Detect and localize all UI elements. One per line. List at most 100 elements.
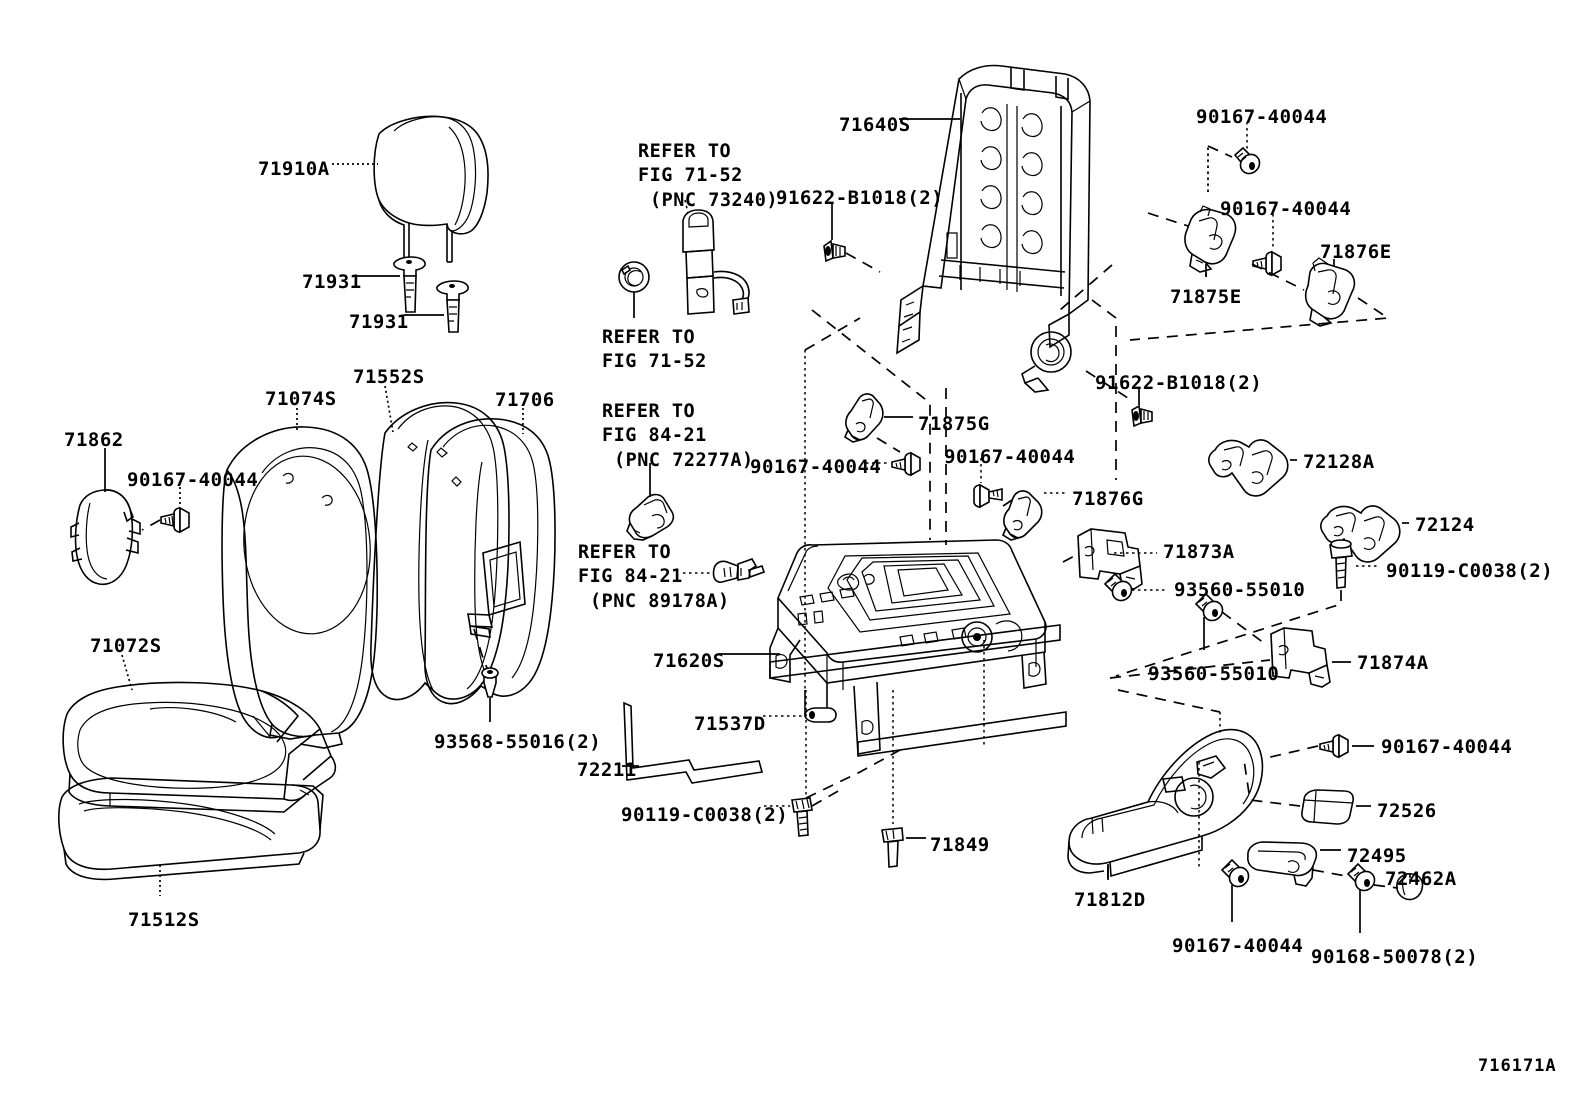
part-label-71873A: 71873A bbox=[1163, 541, 1235, 563]
bolt-90119-C0038-a bbox=[1330, 540, 1352, 588]
dash-71874A-in bbox=[1222, 612, 1268, 646]
seatback-pocket-detail bbox=[468, 542, 525, 637]
bracket-71875E bbox=[1185, 206, 1236, 272]
part-label-71552S: 71552S bbox=[353, 366, 425, 388]
bracket-71876E bbox=[1306, 258, 1355, 326]
dash-track-drop-3b bbox=[806, 750, 900, 798]
bracket-71875G bbox=[845, 394, 883, 442]
dash-71876E bbox=[1130, 298, 1388, 340]
refer-block-fig84-21-pnc72277a-line-0: REFER TO bbox=[602, 401, 696, 422]
part-label-93560-55010-a: 93560-55010 bbox=[1174, 579, 1306, 601]
diagram-id-code: 716171A bbox=[1478, 1056, 1557, 1076]
part-label-90167-40044-g: 90167-40044 bbox=[1172, 935, 1304, 957]
part-label-72462A: 72462A bbox=[1385, 868, 1457, 890]
seatback-cover-71074S bbox=[222, 427, 377, 748]
recliner-knob-7152 bbox=[619, 262, 649, 292]
part-label-91622-B1018-b: 91622-B1018(2) bbox=[1095, 372, 1263, 394]
dash-shield-link bbox=[1118, 690, 1220, 712]
refer-block-fig71-52-line-0: REFER TO bbox=[602, 327, 696, 348]
seat-cushion-pad-71512S bbox=[59, 778, 323, 879]
part-label-71640S: 71640S bbox=[839, 114, 911, 136]
seatback-frame-71640S bbox=[897, 66, 1090, 392]
refer-block-fig84-21-pnc72277a-line-1: FIG 84-21 bbox=[602, 425, 707, 447]
part-label-72526: 72526 bbox=[1377, 800, 1437, 822]
dash-90167-b bbox=[1208, 146, 1232, 157]
refer-block-fig84-21-pnc72277a-line-2: (PNC 72277A) bbox=[614, 449, 754, 471]
part-label-72211: 72211 bbox=[577, 759, 637, 781]
bracket-71874A bbox=[1271, 628, 1330, 687]
part-label-71812D: 71812D bbox=[1074, 889, 1146, 911]
dash-71876G bbox=[1003, 500, 1012, 506]
part-label-71875G: 71875G bbox=[918, 413, 990, 435]
dash-71875E bbox=[1148, 213, 1188, 226]
dash-90168-in bbox=[1313, 870, 1346, 876]
wire-rod-72211 bbox=[624, 703, 762, 783]
seat-track-frame-71620S bbox=[770, 540, 1066, 756]
screw-90167-40044-g bbox=[1222, 860, 1252, 890]
screw-90167-40044-e bbox=[974, 485, 1002, 507]
part-label-90167-40044-b: 90167-40044 bbox=[1196, 106, 1328, 128]
part-label-72124: 72124 bbox=[1415, 514, 1475, 536]
part-label-93568-55016: 93568-55016(2) bbox=[434, 731, 602, 753]
bolt-91622-B1018-b bbox=[1132, 406, 1152, 426]
seat-cushion-71072S bbox=[63, 682, 335, 812]
cap-72526 bbox=[1302, 790, 1353, 824]
part-label-71876G: 71876G bbox=[1072, 488, 1144, 510]
part-71862-cover bbox=[71, 490, 140, 584]
refer-block-fig71-52-pnc73240-line-2: (PNC 73240) bbox=[650, 189, 779, 211]
part-label-72128A: 72128A bbox=[1303, 451, 1375, 473]
part-label-71862: 71862 bbox=[64, 429, 124, 451]
leader-ref-73240 bbox=[685, 200, 688, 213]
part-label-71875E: 71875E bbox=[1170, 286, 1242, 308]
bracket-72124 bbox=[1321, 506, 1400, 562]
part-label-72495: 72495 bbox=[1347, 845, 1407, 867]
part-label-71706: 71706 bbox=[495, 389, 555, 411]
screw-93560-55010-b bbox=[1196, 594, 1226, 624]
cap-72462A bbox=[1397, 874, 1423, 900]
dash-90167-f bbox=[1266, 746, 1318, 758]
bracket-71873A bbox=[1078, 529, 1142, 589]
part-label-90119-C0038-a: 90119-C0038(2) bbox=[1386, 560, 1554, 582]
dash-90168-out bbox=[1374, 885, 1398, 888]
screw-90167-40044-a bbox=[161, 508, 189, 532]
part-label-71876E: 71876E bbox=[1320, 241, 1392, 263]
part-label-71537D: 71537D bbox=[694, 713, 766, 735]
part-label-90167-40044-e: 90167-40044 bbox=[944, 446, 1076, 468]
dash-90167-c bbox=[1252, 264, 1304, 290]
screw-90167-40044-f bbox=[1320, 735, 1348, 757]
part-label-90167-40044-a: 90167-40044 bbox=[127, 469, 259, 491]
bracket-71876G bbox=[1003, 491, 1042, 540]
dash-frame-link-4 bbox=[1092, 300, 1116, 480]
lever-72495 bbox=[1248, 842, 1317, 886]
headrest-support-71931-upper bbox=[394, 257, 425, 312]
bolt-71849 bbox=[882, 828, 903, 867]
bolt-90119-C0038-b bbox=[792, 798, 812, 836]
part-label-71620S: 71620S bbox=[653, 650, 725, 672]
clip-71537D bbox=[805, 708, 836, 722]
screw-90167-40044-c bbox=[1253, 252, 1281, 275]
part-label-90168-50078: 90168-50078(2) bbox=[1311, 946, 1479, 968]
part-label-90167-40044-f: 90167-40044 bbox=[1381, 736, 1513, 758]
part-label-71512S: 71512S bbox=[128, 909, 200, 931]
dash-vert-left-top bbox=[805, 318, 860, 350]
part-label-90167-40044-d: 90167-40044 bbox=[750, 456, 882, 478]
part-label-91622-B1018-a: 91622-B1018(2) bbox=[776, 187, 944, 209]
dash-91622-a bbox=[846, 253, 880, 272]
seatbelt-buckle-73240 bbox=[683, 210, 749, 314]
dash-93568 bbox=[474, 629, 487, 668]
bolt-91622-B1018-a bbox=[824, 241, 845, 261]
part-label-71931-upper: 71931 bbox=[302, 271, 362, 293]
part-label-71074S: 71074S bbox=[265, 388, 337, 410]
seatback-pad-71552S bbox=[371, 403, 509, 700]
dash-90119-a bbox=[1116, 590, 1341, 676]
bracket-72128A bbox=[1209, 440, 1288, 496]
part-label-90167-40044-c: 90167-40044 bbox=[1220, 198, 1352, 220]
connector-89178a bbox=[713, 559, 764, 582]
leader-71072S bbox=[122, 655, 132, 690]
dash-91622-b bbox=[1086, 371, 1131, 400]
refer-block-fig84-21-pnc89178a-line-2: (PNC 89178A) bbox=[590, 590, 730, 612]
